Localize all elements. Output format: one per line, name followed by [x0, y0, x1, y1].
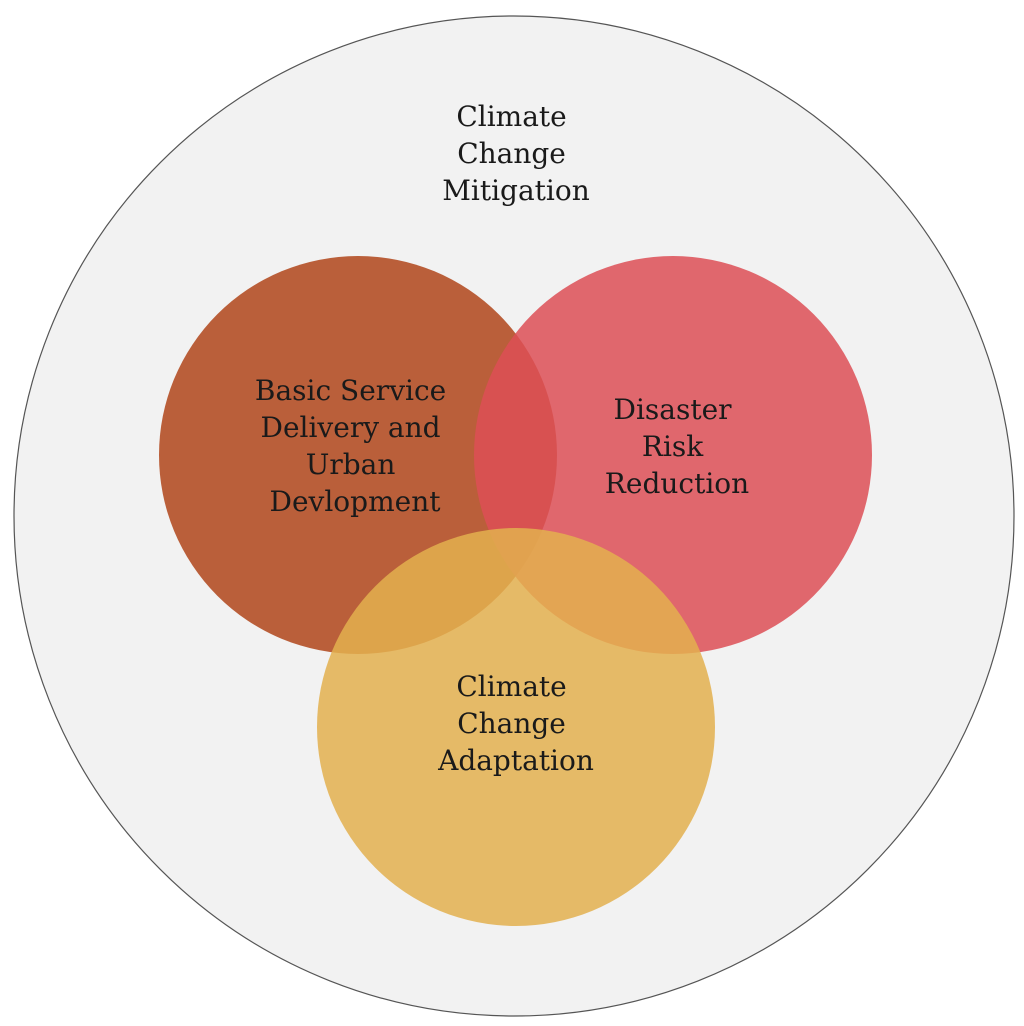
label-disaster-line-2: Risk [642, 430, 704, 463]
label-disaster-line-1: Disaster [614, 393, 733, 426]
label-basic-line-1: Basic Service [255, 374, 446, 407]
label-disaster-risk: Disaster Risk Reduction [605, 393, 749, 500]
label-basic-service: Basic Service Delivery and Urban Devlopm… [255, 374, 455, 518]
svg-text:Climate Change Ada: Climate Change Adaptation [437, 670, 594, 777]
label-basic-line-3: Urban [306, 448, 396, 481]
label-basic-line-2: Delivery and [261, 411, 441, 444]
label-adapt-line-3: Adaptation [437, 744, 594, 777]
label-adapt-line-1: Climate [456, 670, 566, 703]
outer-label-line-1: Climate [456, 100, 566, 133]
label-adaptation: Climate Change Adaptation [437, 670, 594, 777]
svg-text:Climate Change Mit: Climate Change Mitigation [442, 100, 590, 207]
outer-label: Climate Change Mitigation [442, 100, 590, 207]
label-disaster-line-3: Reduction [605, 467, 749, 500]
circle-adaptation [317, 528, 715, 926]
svg-text:Basic Service Delivery a: Basic Service Delivery and Urban Devlopm… [255, 374, 455, 518]
label-basic-line-4: Devlopment [270, 485, 442, 518]
label-adapt-line-2: Change [457, 707, 566, 740]
outer-label-line-2: Change [457, 137, 566, 170]
outer-label-line-3: Mitigation [442, 174, 590, 207]
svg-text:Disaster Risk Redu: Disaster Risk Reduction [605, 393, 749, 500]
